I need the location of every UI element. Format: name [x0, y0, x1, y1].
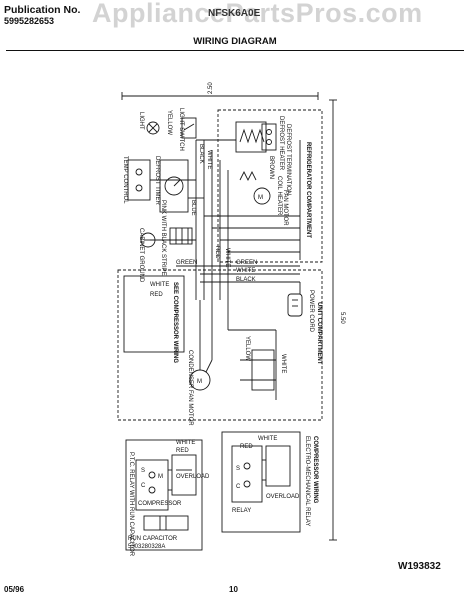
- electromechanical-relay-diagram: [221, 431, 301, 533]
- br-white-label: WHITE: [258, 436, 277, 442]
- refrigerator-compartment-box: [217, 109, 323, 263]
- wire-label-black-2: BLACK: [236, 277, 256, 283]
- light-label: LIGHT: [138, 112, 144, 130]
- coil-heater-zigzag: [239, 170, 257, 182]
- temp-control-box: [127, 159, 151, 201]
- bl-terminal-m: M: [158, 474, 163, 480]
- connector-block: [169, 227, 193, 245]
- refrigerator-compartment-label: REFRIGERATOR COMPARTMENT: [305, 142, 311, 238]
- see-compressor-wiring-box: [123, 275, 185, 353]
- diagram-id: W193832: [398, 561, 441, 572]
- wire-label-green-left: GREEN: [176, 260, 197, 266]
- unit-compartment-component: [251, 349, 275, 391]
- defrost-heater-label: DEFROST HEATER: [278, 116, 284, 171]
- power-cord-label: POWER CORD: [308, 290, 314, 333]
- fan-motor-label: FAN MOTOR: [282, 190, 288, 226]
- br-electromechanical-label: ELECTRO-MECHANICAL RELAY: [304, 436, 310, 526]
- bl-terminal-s: S: [141, 468, 145, 474]
- br-compressor-wiring-label: COMPRESSOR WIRING: [312, 436, 318, 504]
- bl-overload-label: OVERLOAD: [176, 474, 210, 480]
- br-overload-label: OVERLOAD: [266, 494, 300, 500]
- publication-number: 5995282653: [4, 16, 55, 26]
- see-compressor-wiring-label: SEE COMPRESSOR WIRING: [172, 282, 178, 363]
- width-dimension-label: 2.50: [208, 82, 214, 94]
- model-number: NFSK6A0E: [208, 8, 261, 19]
- page-title: WIRING DIAGRAM: [193, 36, 277, 47]
- defrost-heater-coil: [239, 128, 265, 144]
- light-symbol: [146, 121, 160, 135]
- bl-ptc-relay-label: P.T.C. RELAY WITH RUN CAPACITOR: [128, 452, 134, 557]
- wire-label-white-1: WHITE: [206, 150, 212, 169]
- wire-label-red: RED: [214, 246, 220, 259]
- wire-label-brown: BROWN: [268, 156, 274, 179]
- wire-label-white-bottom: WHITE: [280, 354, 286, 373]
- coil-heater-label: COIL HEATER: [276, 176, 282, 216]
- wire-label-black: BLACK: [198, 144, 204, 164]
- wire-label-white-2: WHITE: [224, 248, 230, 267]
- svg-text:M: M: [258, 195, 263, 201]
- cabinet-ground-symbol: [140, 232, 156, 248]
- svg-text:M: M: [197, 379, 202, 385]
- bl-white-label: WHITE: [176, 440, 195, 446]
- bl-capacitor-part: 5303280328A: [128, 544, 165, 550]
- br-terminal-s: S: [236, 466, 240, 472]
- overload-box-right: [265, 445, 291, 487]
- overload-box-left: [171, 454, 197, 496]
- bl-compressor-label: COMPRESSOR: [138, 501, 182, 507]
- wire-label-white-left: WHITE: [150, 282, 169, 288]
- height-dimension-label: 5.50: [339, 312, 345, 324]
- defrost-termination-label: DEFROST TERMINATION: [285, 124, 291, 195]
- ptc-relay-box: [135, 459, 169, 511]
- wire-label-yellow-bottom: YELLOW: [244, 336, 250, 361]
- light-switch-box: [181, 117, 197, 139]
- br-relay-label: RELAY: [232, 508, 251, 514]
- wire-label-yellow-top: YELLOW: [166, 110, 172, 135]
- wire-label-red-left: RED: [150, 292, 163, 298]
- light-switch-label: LIGHT SWITCH: [178, 108, 184, 151]
- footer-date: 05/96: [4, 585, 25, 594]
- condenser-fan-motor-label: CONDENSER FAN MOTOR: [187, 350, 193, 426]
- page-number: 10: [229, 585, 238, 594]
- cabinet-ground-label: CABINET GROUND: [138, 228, 144, 283]
- defrost-timer-label: DEFROST TIMER: [154, 156, 160, 205]
- power-cord-plug: [287, 293, 303, 317]
- wire-label-green: GREEN: [236, 260, 257, 266]
- relay-box-right: [231, 445, 263, 503]
- bl-terminal-c: C: [141, 483, 146, 489]
- bl-run-capacitor-label: RUN CAPACITOR: [128, 536, 178, 542]
- br-terminal-c: C: [236, 484, 241, 490]
- temp-control-label: TEMP CONTROL: [122, 156, 128, 204]
- wire-label-white-3: WHITE: [236, 268, 255, 274]
- fan-motor-symbol: [253, 187, 271, 205]
- watermark: AppliancePartsPros.com: [92, 0, 423, 28]
- wire-label-blue: BLUE: [190, 200, 196, 216]
- defrost-timer-box: [159, 159, 189, 213]
- br-red-label: RED: [240, 444, 253, 450]
- bl-red-label: RED: [176, 448, 189, 454]
- publication-label: Publication No.: [4, 4, 81, 16]
- unit-compartment-label: UNIT COMPARTMENT: [316, 302, 322, 365]
- wire-label-pink-stripe: PINK WITH BLACK STRIPE: [160, 200, 166, 276]
- defrost-heater-box: [235, 121, 267, 153]
- ptc-relay-diagram: [125, 439, 203, 551]
- header-divider: [6, 50, 464, 51]
